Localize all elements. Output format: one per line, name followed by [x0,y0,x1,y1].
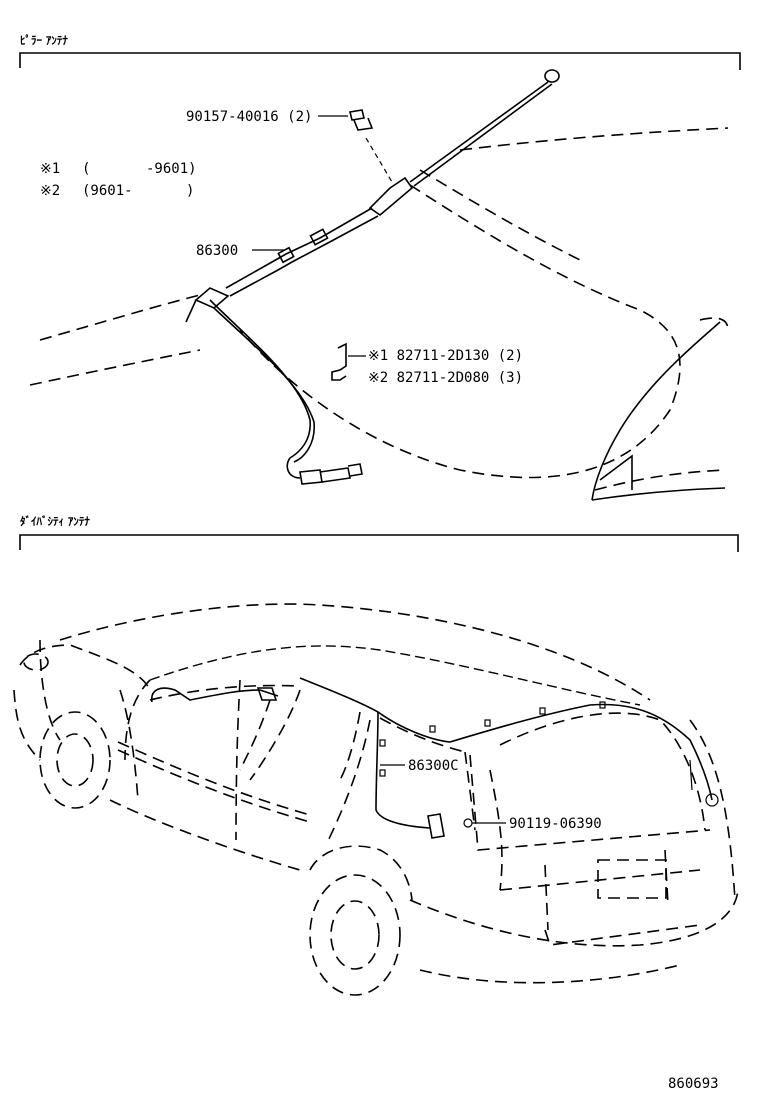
section-title-diversity-antenna: ﾀﾞｲﾊﾞｼﾃｨ ｱﾝﾃﾅ [20,514,90,528]
note-2-open: (9601- [82,183,133,199]
screw-icon [349,109,393,183]
section-title-pillar-antenna: ﾋﾟﾗｰ ｱﾝﾃﾅ [20,33,68,47]
vehicle-outline-wagon [13,603,739,996]
part-label-90157-40016: 90157-40016 (2) [186,109,312,125]
note-1-mark: ※1 [40,161,60,177]
note-2-range: ) [186,183,194,199]
vehicle-outline-rear-quarter [29,127,729,501]
diversity-antenna-cable [150,677,719,839]
antenna-mast [185,69,560,485]
section-2-bracket [19,534,739,552]
note-1-range: -9601) [146,161,197,177]
section-1-bracket [19,52,741,70]
clip-icon-row [379,701,606,777]
part-label-86300: 86300 [196,243,238,259]
part-label-90119-06390: 90119-06390 [509,816,602,832]
part-label-82711-2D080: ※2 82711-2D080 (3) [368,370,523,386]
clip-icon [331,342,347,381]
part-label-82711-2D130: ※1 82711-2D130 (2) [368,348,523,364]
note-2-mark: ※2 [40,183,60,199]
part-label-86300C: 86300C [408,758,459,774]
note-1-open: ( [82,161,90,177]
screw-icon-2 [463,818,473,828]
figure-id: 860693 [668,1076,719,1092]
